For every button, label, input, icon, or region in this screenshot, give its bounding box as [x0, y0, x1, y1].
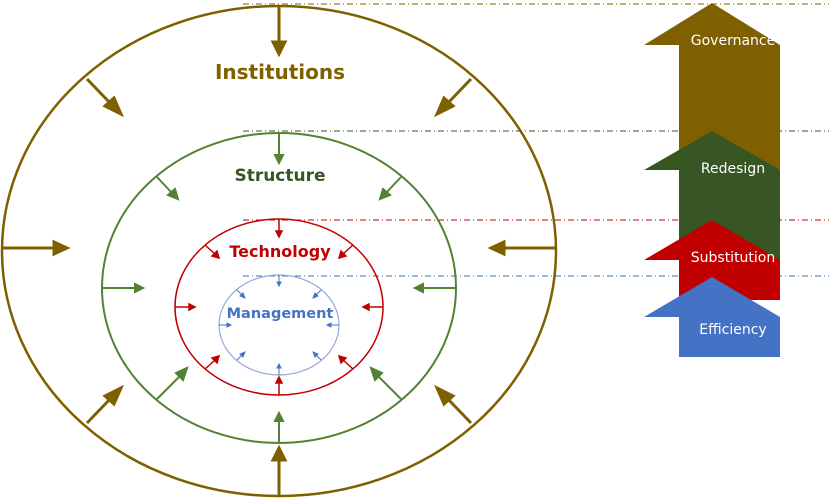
management-inward-arrows: [219, 275, 339, 375]
redesign-label: Redesign: [701, 161, 765, 177]
substitution-arrow: [644, 220, 780, 300]
institutions-label: Institutions: [215, 60, 345, 84]
ladder-arrows: [644, 3, 780, 357]
efficiency-arrow: [644, 277, 780, 357]
structure-inward-arrows: [102, 133, 456, 443]
structure-label: Structure: [234, 166, 325, 186]
governance-label: Governance: [691, 33, 775, 49]
institutions-inward-arrows: [2, 6, 556, 496]
efficiency-label: Efficiency: [699, 322, 766, 338]
technology-inward-arrows: [175, 219, 383, 395]
substitution-label: Substitution: [691, 250, 776, 266]
management-label: Management: [227, 306, 334, 322]
technology-label: Technology: [229, 242, 331, 261]
